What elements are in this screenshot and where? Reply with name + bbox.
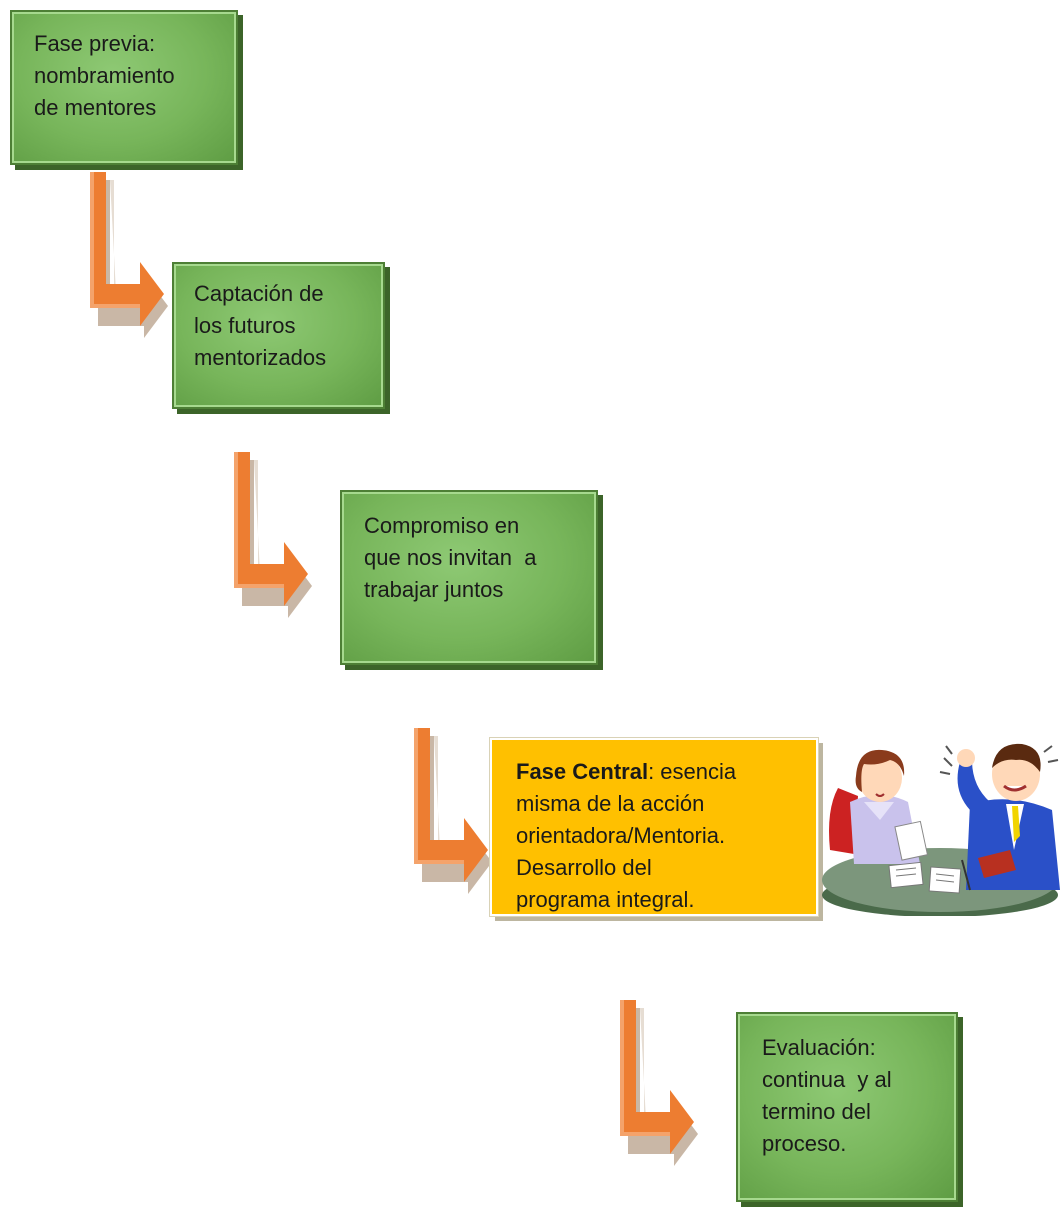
step-2-line-1: Captación de (194, 281, 324, 306)
step-3-line-2: que nos invitan a (364, 545, 537, 570)
arrow-2 (234, 452, 312, 618)
step-box-5: Evaluación: continua y al termino del pr… (736, 1012, 958, 1202)
step-1-line-2: nombramiento (34, 63, 175, 88)
arrow-4 (620, 1000, 698, 1166)
step-4-line-2: misma de la acción (516, 791, 705, 816)
arrow-1 (90, 172, 168, 338)
step-3-line-3: trabajar juntos (364, 577, 504, 602)
step-4-bold-title: Fase Central (516, 759, 649, 784)
step-2-line-3: mentorizados (194, 345, 327, 370)
step-5-line-3: termino del (762, 1099, 871, 1124)
step-2-line-2: los futuros (194, 313, 296, 338)
step-5-line-4: proceso. (762, 1131, 847, 1156)
arrow-3 (414, 728, 492, 894)
step-4-line-5: programa integral. (516, 887, 695, 912)
step-1-line-3: de mentores (34, 95, 157, 120)
step-box-1: Fase previa: nombramiento de mentores (10, 10, 238, 165)
step-5-line-2: continua y al (762, 1067, 892, 1092)
meeting-illustration (822, 743, 1060, 916)
step-4-line-1-rest: : esencia (648, 759, 737, 784)
step-box-4-central: Fase Central: esencia misma de la acción… (490, 738, 818, 916)
step-4-line-4: Desarrollo del (516, 855, 652, 880)
step-4-line-3: orientadora/Mentoria. (516, 823, 726, 848)
step-1-line-1: Fase previa: (34, 31, 156, 56)
step-box-2: Captación de los futuros mentorizados (172, 262, 385, 409)
step-3-line-1: Compromiso en (364, 513, 520, 538)
step-box-3: Compromiso en que nos invitan a trabajar… (340, 490, 598, 665)
step-5-line-1: Evaluación: (762, 1035, 876, 1060)
